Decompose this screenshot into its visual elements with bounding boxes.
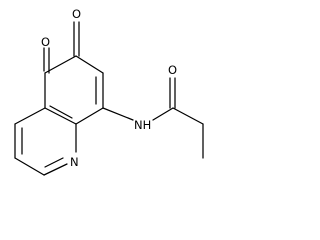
bond-c3-c2 [14, 157, 45, 176]
bond-c8a-c4a-double [49, 105, 73, 119]
chemical-structure-diagram: O O O N NH [14, 7, 204, 176]
bond-nh-carbonyl [152, 107, 174, 121]
bond-c2-n1-double [44, 157, 64, 168]
quinoline-quinone-bonds [14, 21, 204, 176]
atom-label-nh: NH [134, 118, 151, 132]
atom-label-o-amide: O [168, 63, 177, 77]
bond-c6-c7 [75, 55, 104, 74]
bond-c8a-c4a [44, 107, 77, 125]
bond-c8-nh [102, 107, 134, 121]
bond-c4a-c4 [14, 107, 46, 125]
bond-c8-c8a [75, 107, 104, 125]
bond-c5-c6 [44, 55, 77, 74]
atom-labels: O O O N NH [41, 7, 177, 169]
atom-label-o-top: O [72, 7, 81, 21]
atom-label-n-ring: N [70, 155, 79, 169]
bond-carbonyl-ch2 [172, 107, 204, 125]
atom-label-o-left: O [41, 35, 50, 49]
bond-c2-n1 [43, 163, 68, 176]
